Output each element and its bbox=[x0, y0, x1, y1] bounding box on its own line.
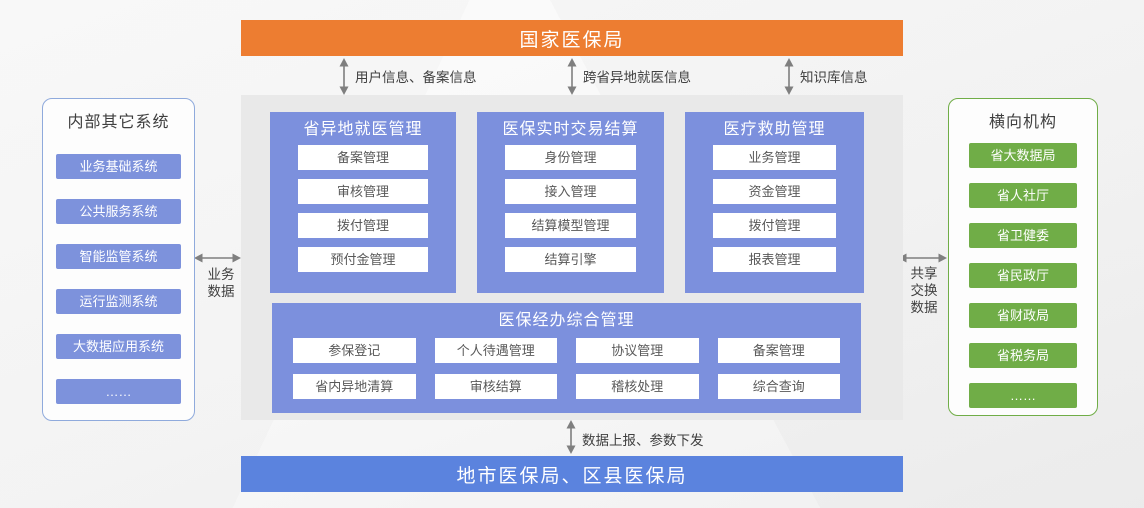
module-item: 预付金管理 bbox=[298, 247, 428, 272]
org-pill: 省卫健委 bbox=[969, 223, 1077, 248]
system-pill: 公共服务系统 bbox=[56, 199, 181, 224]
system-pill-ellipsis: …… bbox=[56, 379, 181, 404]
flow-user-info: 用户信息、备案信息 bbox=[338, 57, 477, 95]
horizontal-orgs-title: 横向机构 bbox=[988, 114, 1057, 131]
panel-title: 省异地就医管理 bbox=[303, 121, 423, 138]
realtime-settlement-panel: 医保实时交易结算 身份管理 接入管理 结算模型管理 结算引擎 bbox=[477, 112, 664, 293]
system-pill: 业务基础系统 bbox=[56, 154, 181, 179]
double-arrow-vertical-icon bbox=[566, 420, 576, 454]
label-line: 共享 bbox=[910, 266, 938, 281]
internal-systems-box: 内部其它系统 业务基础系统 公共服务系统 智能监管系统 运行监测系统 大数据应用… bbox=[42, 98, 195, 421]
org-pill: 省人社厅 bbox=[969, 183, 1077, 208]
business-data-label: 业务 数据 bbox=[197, 266, 245, 300]
internal-systems-title: 内部其它系统 bbox=[67, 114, 170, 131]
national-healthcare-bureau-bar: 国家医保局 bbox=[241, 20, 903, 56]
org-pill: 省税务局 bbox=[969, 343, 1077, 368]
data-report-label: 数据上报、参数下发 bbox=[582, 433, 704, 448]
double-arrow-horizontal-icon bbox=[898, 253, 947, 263]
horizontal-orgs-list: 省大数据局 省人社厅 省卫健委 省民政厅 省财政局 省税务局 …… bbox=[969, 143, 1077, 408]
module-item: 报表管理 bbox=[713, 247, 836, 272]
org-pill: 省大数据局 bbox=[969, 143, 1077, 168]
panel-title: 医保经办综合管理 bbox=[498, 312, 635, 329]
module-item: 稽核处理 bbox=[576, 374, 699, 399]
comprehensive-management-panel: 医保经办综合管理 参保登记 个人待遇管理 协议管理 备案管理 省内异地清算 审核… bbox=[272, 303, 861, 413]
module-item: 参保登记 bbox=[293, 338, 416, 363]
double-arrow-vertical-icon bbox=[784, 57, 794, 95]
system-pill: 大数据应用系统 bbox=[56, 334, 181, 359]
flow-label: 知识库信息 bbox=[800, 70, 868, 85]
double-arrow-vertical-icon bbox=[339, 57, 349, 95]
shared-exchange-data-label: 共享 交换 数据 bbox=[903, 265, 945, 316]
flow-label: 用户信息、备案信息 bbox=[355, 70, 477, 85]
flow-label: 跨省异地就医信息 bbox=[583, 70, 691, 85]
label-line: 数据 bbox=[207, 284, 235, 299]
system-pill: 运行监测系统 bbox=[56, 289, 181, 314]
panel-items: 身份管理 接入管理 结算模型管理 结算引擎 bbox=[477, 145, 664, 272]
org-pill-ellipsis: …… bbox=[969, 383, 1077, 408]
panel-items: 备案管理 审核管理 拨付管理 预付金管理 bbox=[270, 145, 456, 272]
module-item: 备案管理 bbox=[717, 338, 840, 363]
internal-systems-list: 业务基础系统 公共服务系统 智能监管系统 运行监测系统 大数据应用系统 …… bbox=[56, 154, 181, 404]
org-pill: 省财政局 bbox=[969, 303, 1077, 328]
module-item: 省内异地清算 bbox=[293, 374, 416, 399]
medical-assistance-panel: 医疗救助管理 业务管理 资金管理 拨付管理 报表管理 bbox=[685, 112, 864, 293]
panel-items: 业务管理 资金管理 拨付管理 报表管理 bbox=[685, 145, 864, 272]
horizontal-orgs-box: 横向机构 省大数据局 省人社厅 省卫健委 省民政厅 省财政局 省税务局 …… bbox=[948, 98, 1098, 416]
platform-core-area: 省异地就医管理 备案管理 审核管理 拨付管理 预付金管理 医保实时交易结算 身份… bbox=[241, 95, 903, 420]
module-item: 综合查询 bbox=[717, 374, 840, 399]
flow-cross-province: 跨省异地就医信息 bbox=[566, 57, 691, 95]
module-item: 备案管理 bbox=[298, 145, 428, 170]
label-line: 数据 bbox=[910, 300, 938, 315]
panel-items-grid: 参保登记 个人待遇管理 协议管理 备案管理 省内异地清算 审核结算 稽核处理 综… bbox=[272, 336, 861, 399]
label-line: 交换 bbox=[910, 283, 938, 298]
module-item: 结算引擎 bbox=[505, 247, 636, 272]
module-item: 结算模型管理 bbox=[505, 213, 636, 238]
system-pill: 智能监管系统 bbox=[56, 244, 181, 269]
city-county-bureau-bar: 地市医保局、区县医保局 bbox=[241, 456, 903, 492]
module-item: 审核管理 bbox=[298, 179, 428, 204]
double-arrow-horizontal-icon bbox=[194, 253, 241, 263]
org-pill: 省民政厅 bbox=[969, 263, 1077, 288]
panel-title: 医保实时交易结算 bbox=[502, 121, 639, 138]
module-item: 个人待遇管理 bbox=[434, 338, 557, 363]
double-arrow-vertical-icon bbox=[567, 57, 577, 95]
module-item: 拨付管理 bbox=[298, 213, 428, 238]
module-item: 资金管理 bbox=[713, 179, 836, 204]
module-item: 协议管理 bbox=[576, 338, 699, 363]
flow-knowledge-base: 知识库信息 bbox=[783, 57, 868, 95]
module-item: 审核结算 bbox=[434, 374, 557, 399]
panel-title: 医疗救助管理 bbox=[723, 121, 826, 138]
module-item: 身份管理 bbox=[505, 145, 636, 170]
module-item: 拨付管理 bbox=[713, 213, 836, 238]
province-offsite-medical-panel: 省异地就医管理 备案管理 审核管理 拨付管理 预付金管理 bbox=[270, 112, 456, 293]
module-item: 接入管理 bbox=[505, 179, 636, 204]
module-item: 业务管理 bbox=[713, 145, 836, 170]
label-line: 业务 bbox=[207, 267, 235, 282]
